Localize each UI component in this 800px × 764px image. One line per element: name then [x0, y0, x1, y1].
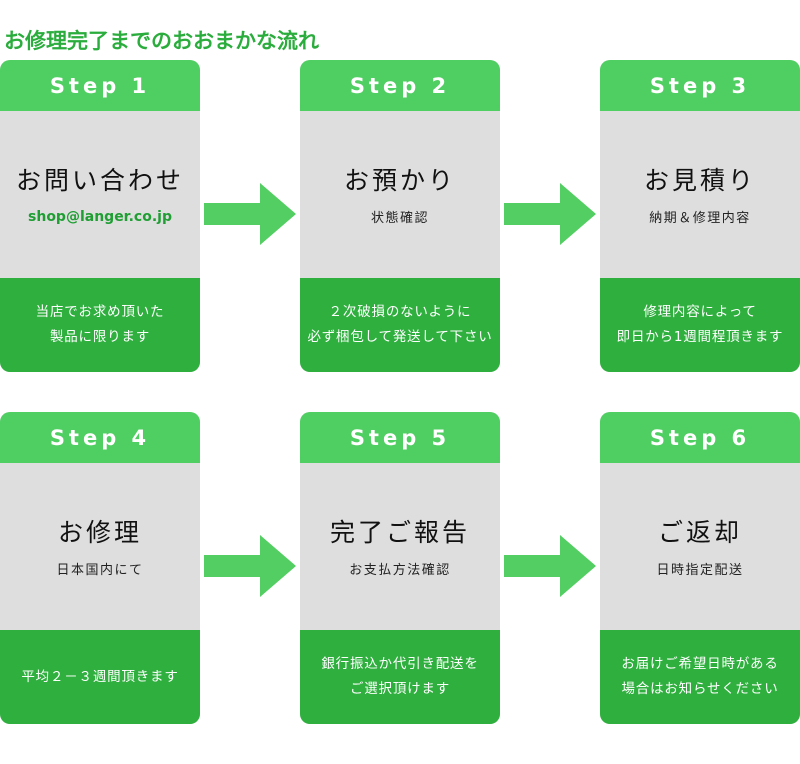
arrow-step1-to-step2 [204, 183, 296, 245]
step-card-1-footer-line-2: 製品に限ります [49, 329, 151, 345]
step-card-2-body: お預かり 状態確認 [300, 111, 500, 278]
step-card-6[interactable]: Step 6 ご返却 日時指定配送 お届けご希望日時がある 場合はお知らせくださ… [600, 412, 800, 724]
step-card-3-footer-line-2: 即日から1週間程頂きます [616, 329, 784, 345]
step-card-2-title: お預かり [343, 166, 456, 195]
step-card-2-subtitle: 状態確認 [370, 211, 429, 227]
step-card-1-footer: 当店でお求め頂いた 製品に限ります [0, 278, 200, 372]
step-card-5-subtitle: お支払方法確認 [349, 563, 451, 579]
step-card-5-footer: 銀行振込か代引き配送を ご選択頂けます [300, 630, 500, 724]
step-card-5-footer-line-1: 銀行振込か代引き配送を [321, 656, 479, 673]
step-card-6-body: ご返却 日時指定配送 [600, 463, 800, 630]
step-card-6-title: ご返却 [657, 518, 742, 547]
step-card-2-footer-line-1: ２次破損のないように [328, 304, 472, 321]
step-card-6-footer-line-1: お届けご希望日時がある [621, 656, 779, 673]
step-card-1-footer-line-1: 当店でお求め頂いた [35, 304, 165, 321]
step-card-1-body: お問い合わせ shop@langer.co.jp [0, 111, 200, 278]
steps-row-1: Step 1 お問い合わせ shop@langer.co.jp 当店でお求め頂い… [0, 60, 800, 372]
step-card-1-title: お問い合わせ [15, 166, 184, 195]
step-card-3-subtitle: 納期＆修理内容 [649, 211, 751, 227]
step-card-5-header: Step 5 [300, 412, 500, 463]
step-card-6-subtitle: 日時指定配送 [656, 563, 744, 579]
step-card-3-header: Step 3 [600, 60, 800, 111]
step-card-4-footer-line-1: 平均２－３週間頂きます [21, 668, 179, 685]
page-title: お修理完了までのおおまかな流れ [4, 29, 319, 54]
step-card-2-footer-line-2: 必ず梱包して発送して下さい [307, 329, 493, 345]
step-card-2-header: Step 2 [300, 60, 500, 111]
step-card-3-title: お見積り [643, 166, 756, 195]
arrow-step2-to-step3 [504, 183, 596, 245]
step-card-5-title: 完了ご報告 [329, 518, 470, 547]
step-card-4-subtitle: 日本国内にて [56, 563, 144, 579]
step-card-5-body: 完了ご報告 お支払方法確認 [300, 463, 500, 630]
step-card-6-footer-line-2: 場合はお知らせください [621, 681, 779, 697]
step-card-5[interactable]: Step 5 完了ご報告 お支払方法確認 銀行振込か代引き配送を ご選択頂けます [300, 412, 500, 724]
step-card-4[interactable]: Step 4 お修理 日本国内にて 平均２－３週間頂きます [0, 412, 200, 724]
step-card-1-email[interactable]: shop@langer.co.jp [28, 209, 172, 226]
step-card-3[interactable]: Step 3 お見積り 納期＆修理内容 修理内容によって 即日から1週間程頂きま… [600, 60, 800, 372]
step-card-6-footer: お届けご希望日時がある 場合はお知らせください [600, 630, 800, 724]
arrow-step5-to-step6 [504, 535, 596, 597]
step-card-1[interactable]: Step 1 お問い合わせ shop@langer.co.jp 当店でお求め頂い… [0, 60, 200, 372]
steps-grid: Step 1 お問い合わせ shop@langer.co.jp 当店でお求め頂い… [0, 60, 800, 764]
step-card-2[interactable]: Step 2 お預かり 状態確認 ２次破損のないように 必ず梱包して発送して下さ… [300, 60, 500, 372]
step-card-2-footer: ２次破損のないように 必ず梱包して発送して下さい [300, 278, 500, 372]
step-card-6-header: Step 6 [600, 412, 800, 463]
step-card-5-footer-line-2: ご選択頂けます [349, 681, 451, 697]
step-card-1-header: Step 1 [0, 60, 200, 111]
arrow-step4-to-step5 [204, 535, 296, 597]
step-card-3-footer: 修理内容によって 即日から1週間程頂きます [600, 278, 800, 372]
step-card-4-header: Step 4 [0, 412, 200, 463]
step-card-4-title: お修理 [57, 518, 142, 547]
steps-row-2: Step 4 お修理 日本国内にて 平均２－３週間頂きます Step 5 完了ご… [0, 412, 800, 724]
step-card-4-body: お修理 日本国内にて [0, 463, 200, 630]
step-card-3-body: お見積り 納期＆修理内容 [600, 111, 800, 278]
step-card-3-footer-line-1: 修理内容によって [643, 304, 757, 321]
step-card-4-footer: 平均２－３週間頂きます [0, 630, 200, 724]
